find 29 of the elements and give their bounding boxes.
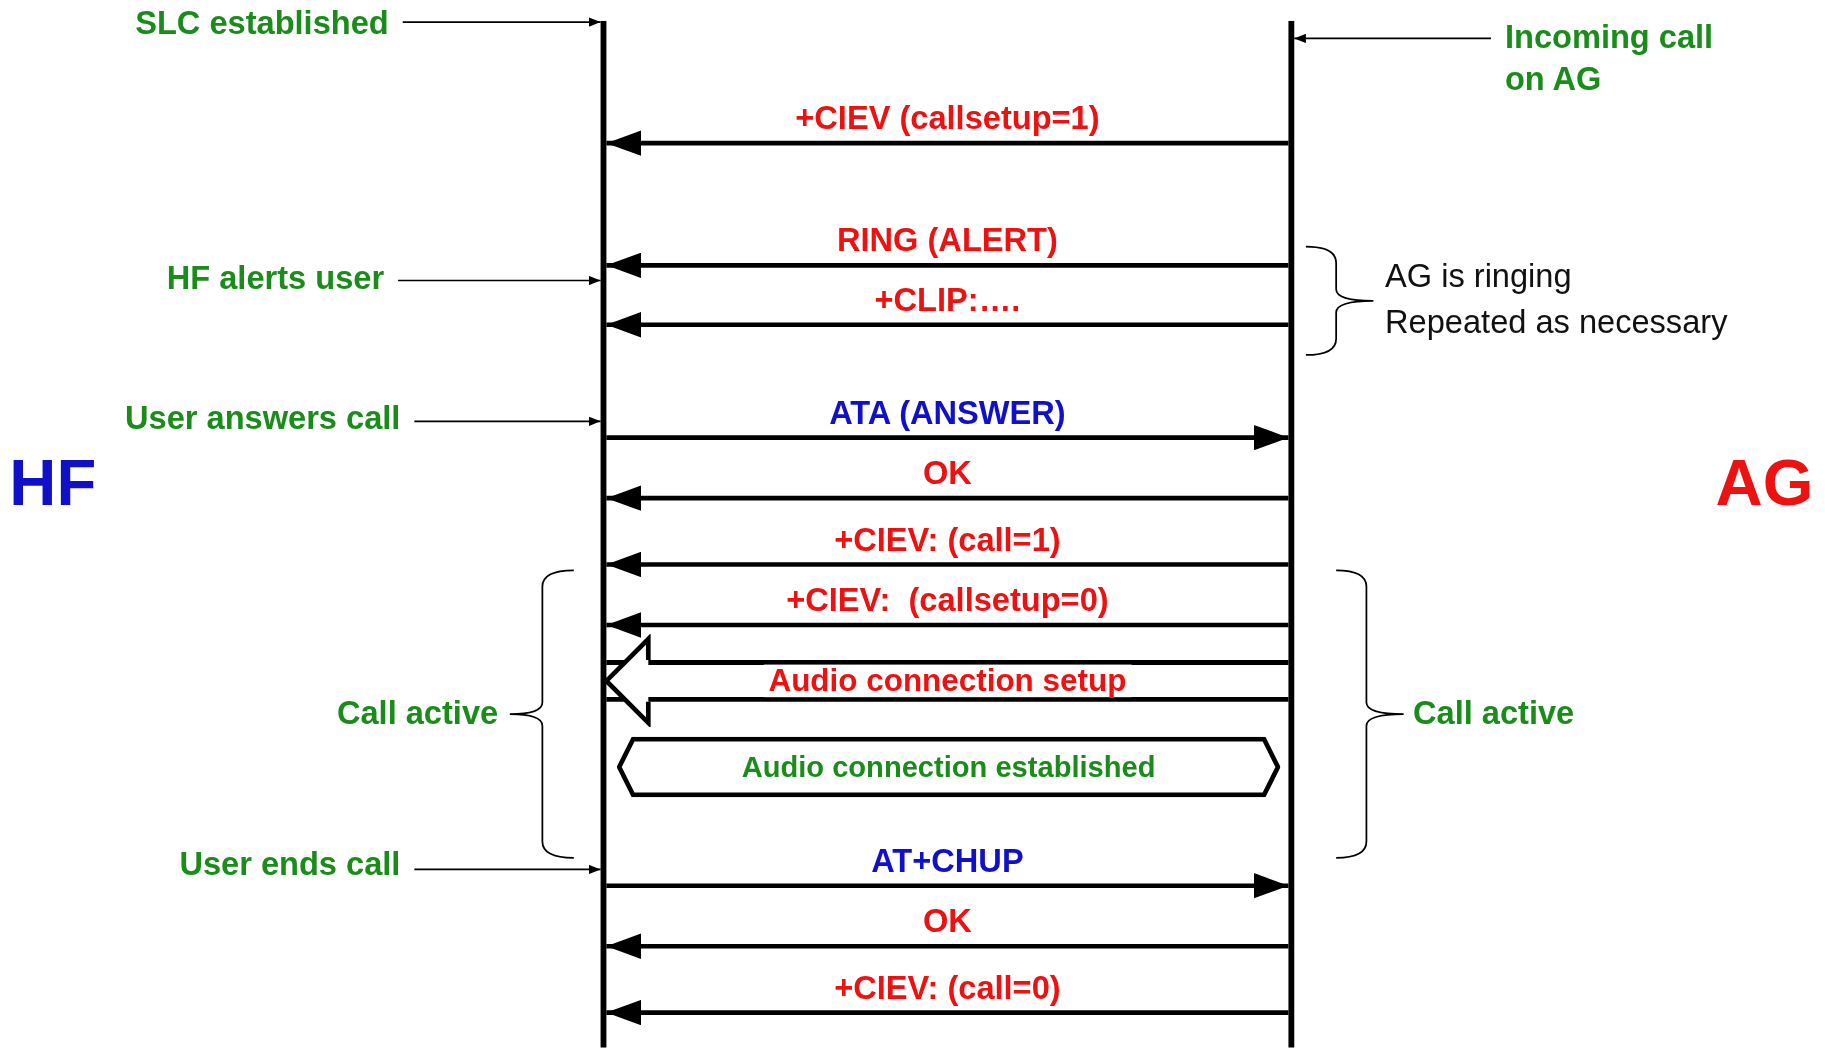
message-arrow [606,424,1289,451]
leader-arrow [1293,33,1492,44]
note-text: AG is ringing [1385,257,1572,297]
leader-arrow [413,864,602,875]
participant-label: HF [9,448,97,518]
message-arrow [606,130,1289,156]
message-arrow [606,252,1289,279]
participant-label: AG [1715,448,1814,518]
leader-arrow [397,275,602,286]
leader-arrow [401,17,602,27]
event-annotation: User ends call [179,843,401,886]
event-annotation: User answers call [125,398,401,440]
state-annotation: Call active [336,693,499,733]
message-arrow [606,872,1289,899]
message-arrow [606,485,1289,511]
message-arrow [606,612,1289,638]
message-arrow [606,551,1289,578]
event-annotation: SLC established [135,2,389,45]
event-annotation: HF alerts user [166,257,385,300]
note-text: Repeated as necessary [1385,302,1728,342]
event-annotation: Incoming call on AG [1504,16,1761,101]
message-arrow [606,999,1289,1026]
lifeline [600,20,607,1048]
message-arrow [606,933,1289,960]
state-annotation: Call active [1413,693,1575,733]
state-label: Audio connection established [741,750,1156,784]
lifeline [1288,20,1295,1048]
message-arrow [606,311,1289,338]
leader-arrow [413,416,602,426]
